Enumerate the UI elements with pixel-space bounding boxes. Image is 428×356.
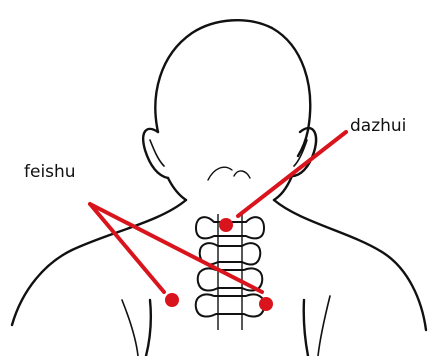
feishu-label: feishu <box>24 164 76 181</box>
feishu-point-left <box>165 293 179 307</box>
left-shoulder <box>12 200 186 325</box>
dazhui-point <box>219 218 233 232</box>
feishu-pointer-line-left <box>90 204 164 292</box>
body-outline <box>12 20 426 356</box>
dazhui-label: dazhui <box>350 118 406 135</box>
acupoints <box>165 218 273 311</box>
dazhui-pointer-line <box>238 132 346 216</box>
spine <box>196 214 265 330</box>
head-outline <box>155 20 310 156</box>
feishu-point-right <box>259 297 273 311</box>
right-shoulder <box>274 200 426 330</box>
feishu-pointer-line-right <box>90 204 262 292</box>
pointer-lines <box>90 132 346 292</box>
